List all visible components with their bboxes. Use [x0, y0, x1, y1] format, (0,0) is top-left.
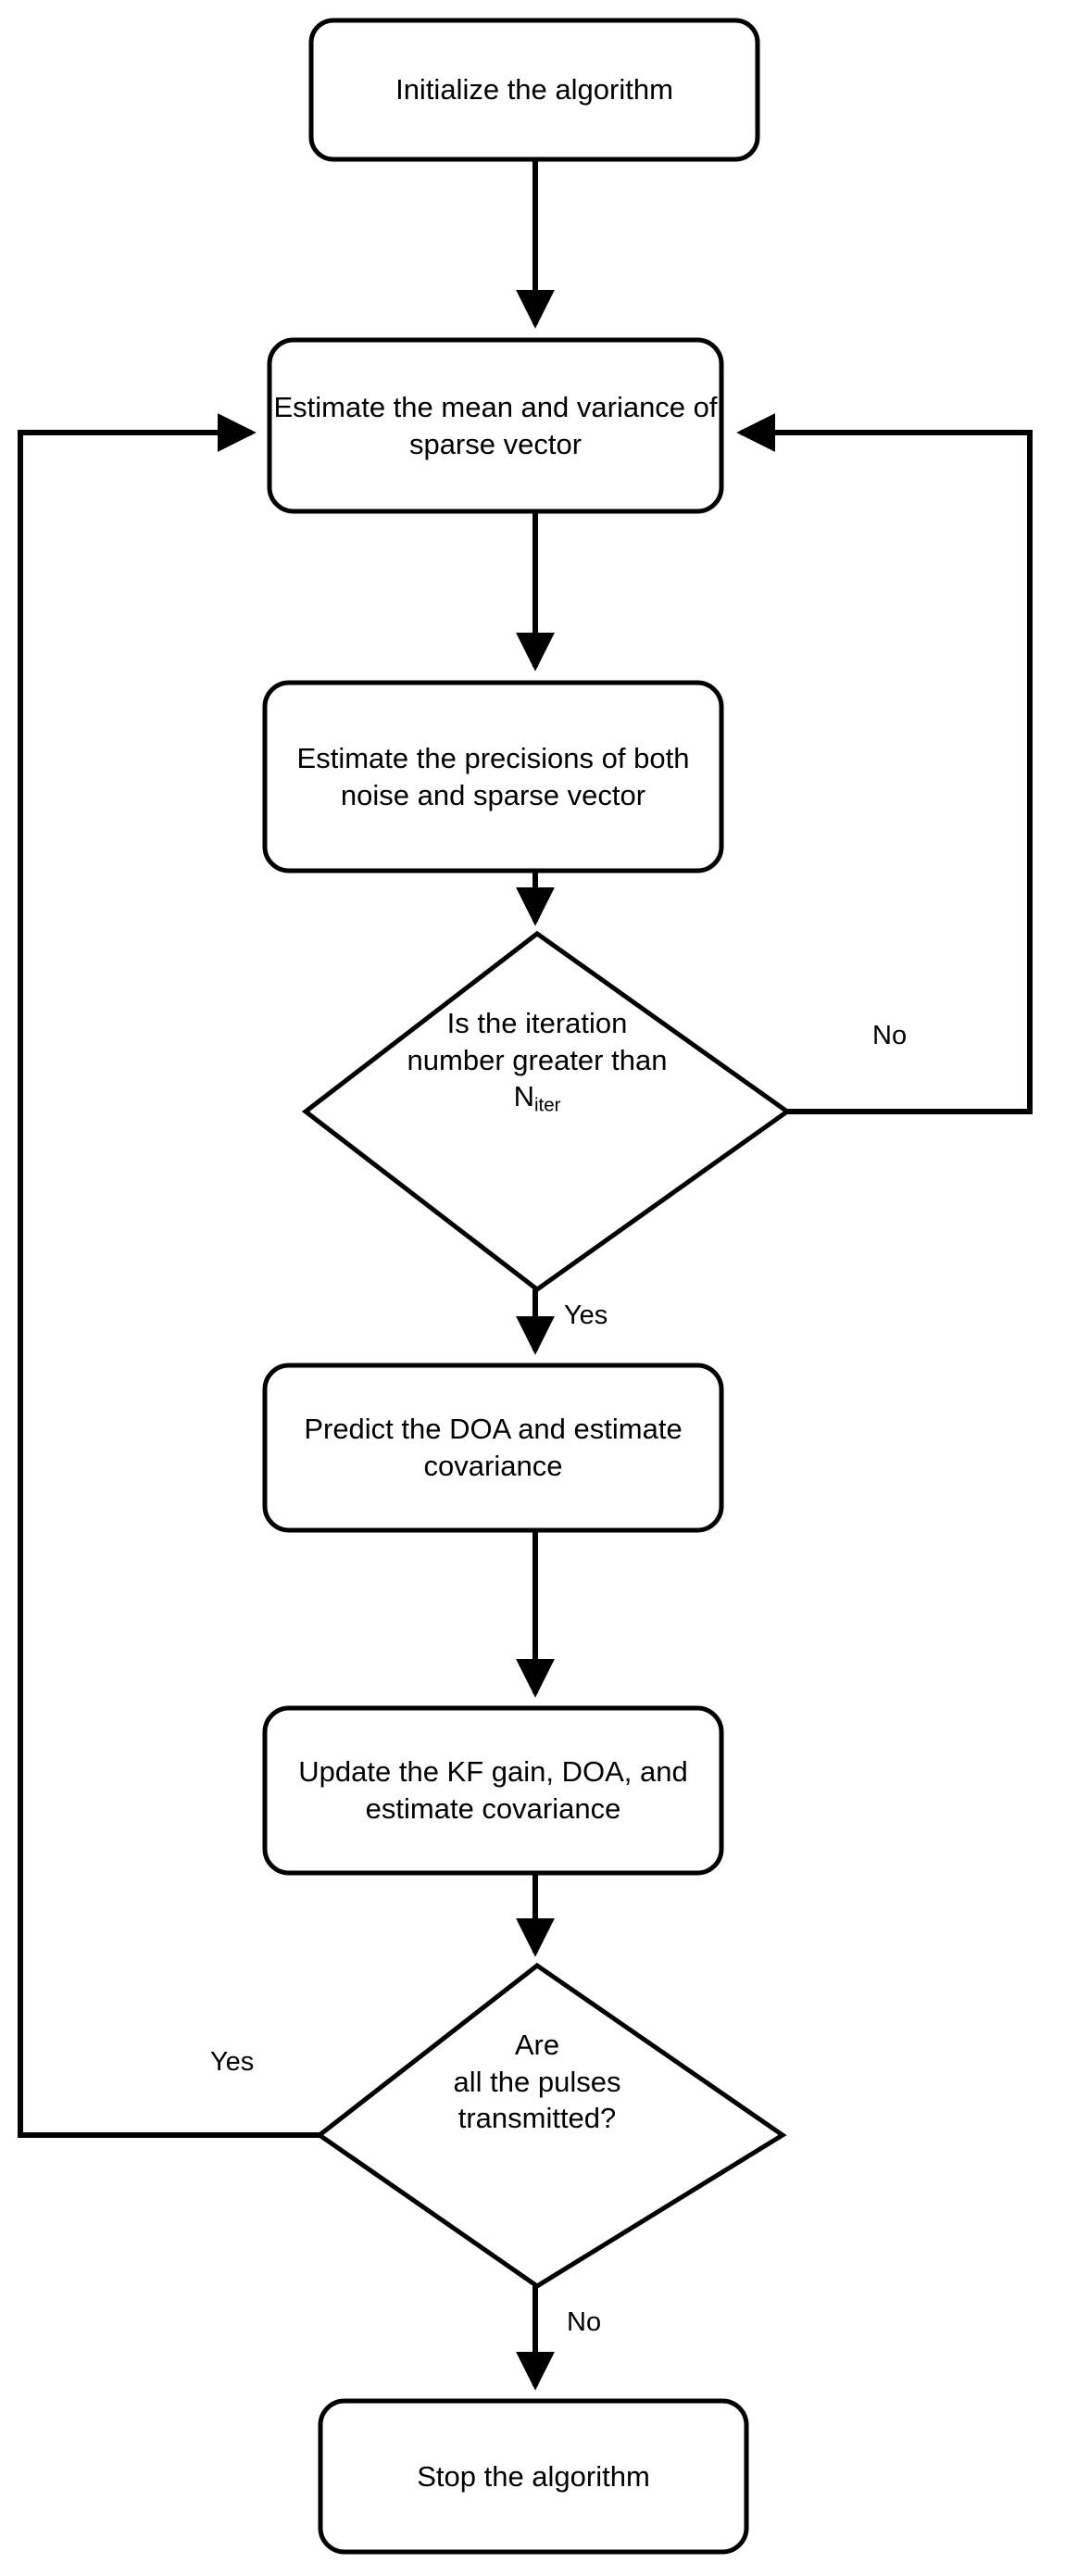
node-predict-doa-shape[interactable] — [262, 1363, 724, 1533]
edge-label-pulses-yes: Yes — [210, 2047, 255, 2077]
node-initialize-shape[interactable] — [308, 18, 760, 162]
edge-label-iteration-yes: Yes — [564, 1301, 608, 1330]
edge-pulses-yes-loop — [18, 413, 320, 2138]
node-iteration-check-shape[interactable] — [301, 930, 792, 1293]
edge-iteration-no-loop — [736, 413, 1033, 1114]
node-stop-shape[interactable] — [318, 2398, 749, 2555]
node-estimate-mean-variance-shape[interactable] — [267, 337, 724, 514]
node-pulses-check-shape[interactable] — [315, 1962, 787, 2289]
node-update-kf-shape[interactable] — [262, 1705, 724, 1876]
node-estimate-precisions-shape[interactable] — [262, 680, 724, 873]
edge-label-pulses-no: No — [567, 2307, 602, 2337]
edge-label-iteration-no: No — [872, 1021, 908, 1050]
